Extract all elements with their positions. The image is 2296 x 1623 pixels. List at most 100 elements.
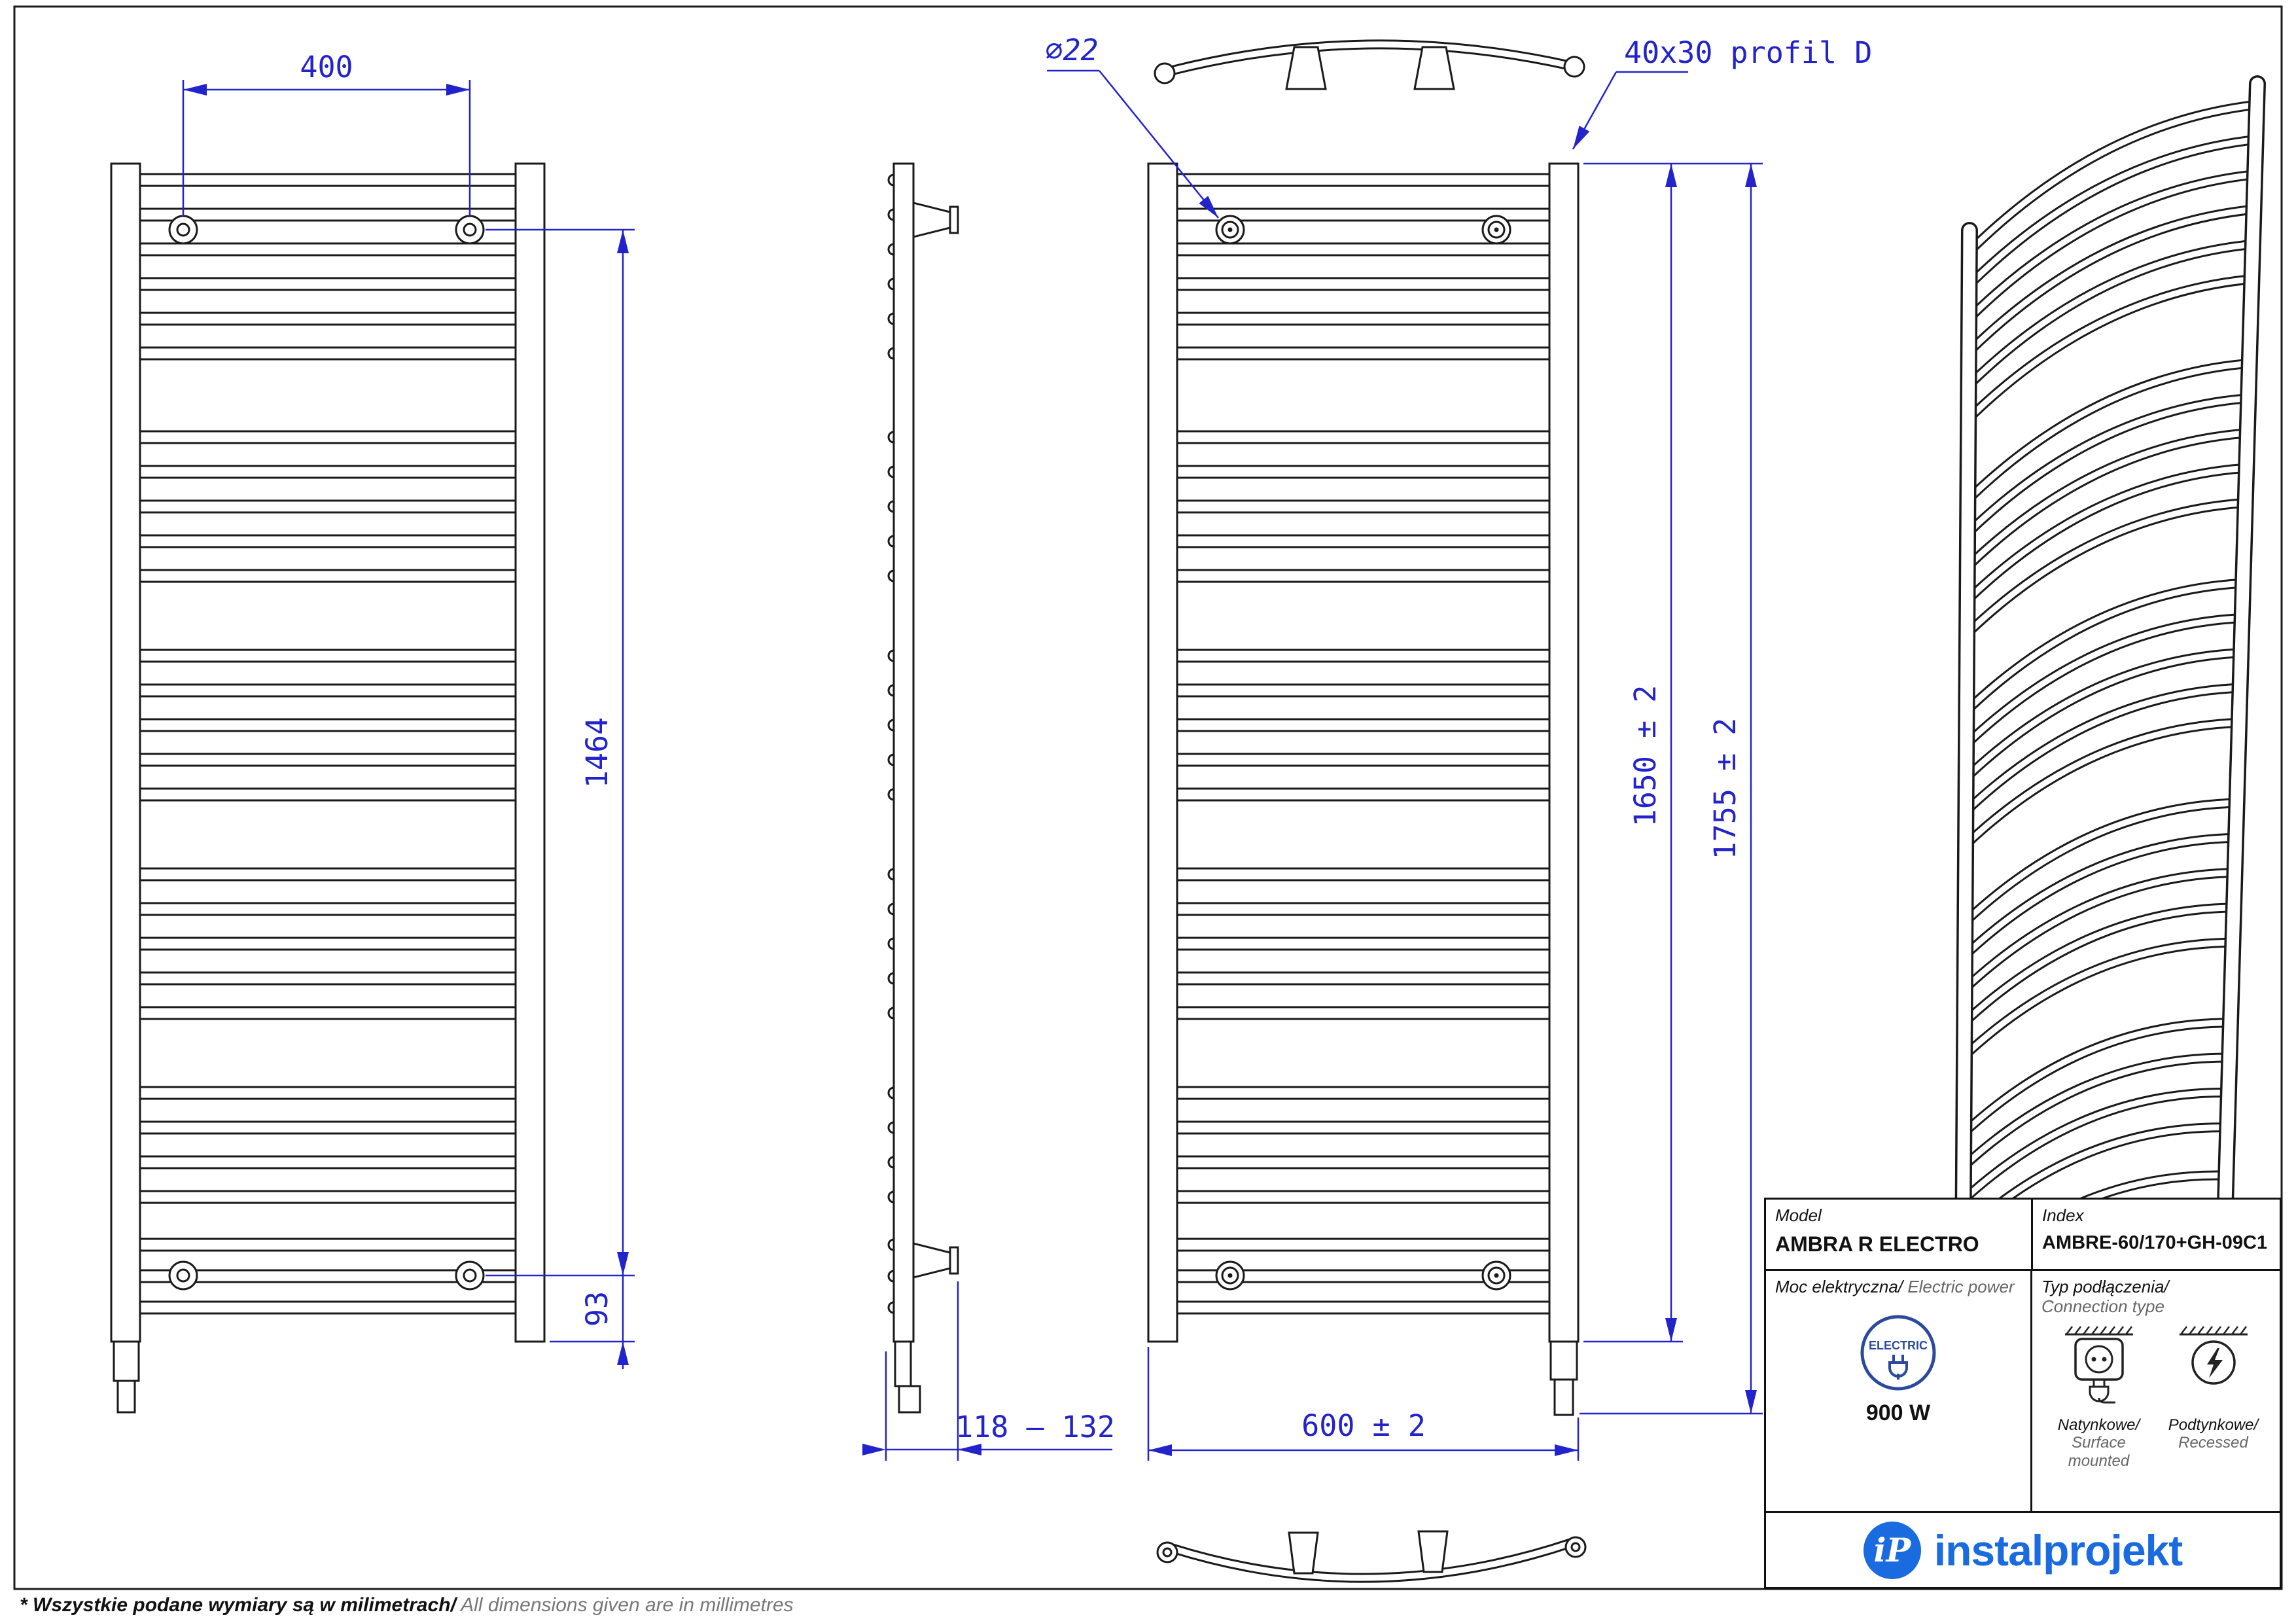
dim-arrow <box>617 230 629 253</box>
plug-icon <box>2089 1379 2115 1404</box>
rung <box>1176 465 1551 479</box>
hatch-line <box>2091 1326 2098 1335</box>
hatch-line <box>2205 1326 2213 1335</box>
rung <box>139 1120 517 1135</box>
connection-icons: Natynkowe/ Surface mounted Podtynkowe/ R… <box>2041 1325 2270 1471</box>
model-value: AMBRA R ELECTRO <box>1775 1232 1979 1256</box>
heating-element <box>1549 1340 1578 1416</box>
surface-mounted-label: Natynkowe/ Surface mounted <box>2057 1416 2140 1470</box>
persp-rungs <box>1957 99 2262 1346</box>
rung <box>1176 1190 1551 1204</box>
footnote: * Wszystkie podane wymiary są w milimetr… <box>20 1594 794 1616</box>
dimension-arrows <box>183 84 1757 1456</box>
wall-bracket-bottom <box>912 1242 951 1279</box>
rung <box>139 499 517 514</box>
rung <box>139 867 517 882</box>
brand-name: instalprojekt <box>1934 1525 2183 1575</box>
heating-element <box>113 1340 140 1414</box>
rung <box>139 207 517 222</box>
dim-top-spacing: 400 <box>300 50 353 84</box>
table-body-row: Moc elektryczna/ Electric power ELECTRIC… <box>1766 1271 2280 1511</box>
rung <box>1176 787 1551 802</box>
brand-monogram: iP <box>1863 1521 1921 1579</box>
dim-arrow <box>1573 126 1590 149</box>
rung <box>1176 649 1551 663</box>
dim-bottom-offset: 93 <box>580 1291 614 1327</box>
rung <box>1176 173 1551 187</box>
persp-rails <box>1954 75 2266 1382</box>
dim-arrow <box>958 1444 981 1455</box>
left-rail <box>110 162 141 1343</box>
rung <box>139 242 517 257</box>
front-view <box>110 162 546 1414</box>
dim-arrow <box>1665 1318 1677 1342</box>
recessed-label: Podtynkowe/ Recessed <box>2168 1416 2259 1452</box>
towel-hanger-bottom-view <box>1156 1530 1587 1583</box>
dim-profile: 40x30 profil D <box>1624 35 1872 70</box>
dimensions: 400 1464 93 118 – 132 ⌀22 40x30 profil D… <box>182 33 1872 1461</box>
rung <box>139 173 517 187</box>
front-view-hanger <box>1147 39 1587 1583</box>
footnote-pl: * Wszystkie podane wymiary są w milimetr… <box>20 1594 456 1616</box>
rung <box>1176 683 1551 698</box>
rail-profile <box>892 162 915 1343</box>
left-rail <box>1147 162 1178 1343</box>
index-cell: Index AMBRE-60/170+GH-09C1 <box>2033 1200 2280 1269</box>
power-cell: Moc elektryczna/ Electric power ELECTRIC… <box>1766 1271 2032 1511</box>
plug-icon <box>1888 1354 1908 1380</box>
mounting-points <box>168 215 485 1291</box>
rung <box>1176 346 1551 361</box>
heating-element-side <box>894 1340 921 1414</box>
rung <box>139 718 517 732</box>
hatch-line <box>2099 1326 2107 1335</box>
surface-mounted-icon <box>2064 1326 2133 1404</box>
rung <box>139 312 517 326</box>
rung <box>139 753 517 767</box>
hatch-line <box>2108 1326 2115 1335</box>
rung <box>139 1155 517 1169</box>
rung <box>139 1006 517 1020</box>
recessed-option: Podtynkowe/ Recessed <box>2156 1325 2270 1471</box>
rung <box>139 534 517 548</box>
dim-arrow <box>1745 1390 1757 1414</box>
rung <box>1176 312 1551 326</box>
rung <box>1176 971 1551 986</box>
mid-rungs <box>1176 173 1551 1315</box>
dim-line <box>1099 70 1219 219</box>
towel-hanger-top <box>1154 39 1585 90</box>
model-label: Model <box>1775 1205 1822 1225</box>
rung <box>1176 902 1551 916</box>
dim-mount-height: 1464 <box>580 717 614 788</box>
dim-arrow <box>1148 1444 1172 1456</box>
rung <box>139 277 517 291</box>
rung <box>1176 1300 1551 1315</box>
dim-width: 600 ± 2 <box>1301 1408 1426 1443</box>
rung <box>139 569 517 583</box>
front-rungs <box>139 173 517 1315</box>
recessed-icon <box>2179 1326 2248 1385</box>
hatch-line <box>2239 1326 2247 1335</box>
surface-mounted-option: Natynkowe/ Surface mounted <box>2041 1325 2156 1471</box>
hatch-line <box>2197 1326 2204 1335</box>
rung <box>1176 867 1551 882</box>
right-rail <box>1548 162 1580 1343</box>
rung <box>1176 1086 1551 1100</box>
rung <box>139 649 517 663</box>
dim-arrow <box>1665 164 1677 187</box>
rung <box>1176 277 1551 291</box>
mounting-points <box>1215 215 1511 1291</box>
hatch-line <box>2082 1326 2090 1335</box>
hatch-line <box>2125 1326 2132 1335</box>
rung <box>1176 534 1551 548</box>
rung <box>1176 430 1551 444</box>
rung <box>1176 499 1551 514</box>
spec-table: Model AMBRA R ELECTRO Index AMBRE-60/170… <box>1764 1198 2282 1513</box>
lightning-icon <box>2206 1347 2223 1378</box>
right-rail <box>514 162 546 1343</box>
rung <box>139 971 517 986</box>
dim-arrow <box>446 84 470 96</box>
wall-bracket-top <box>912 202 951 238</box>
hatch-line <box>2074 1326 2081 1335</box>
rung <box>1176 753 1551 767</box>
rung <box>139 683 517 698</box>
